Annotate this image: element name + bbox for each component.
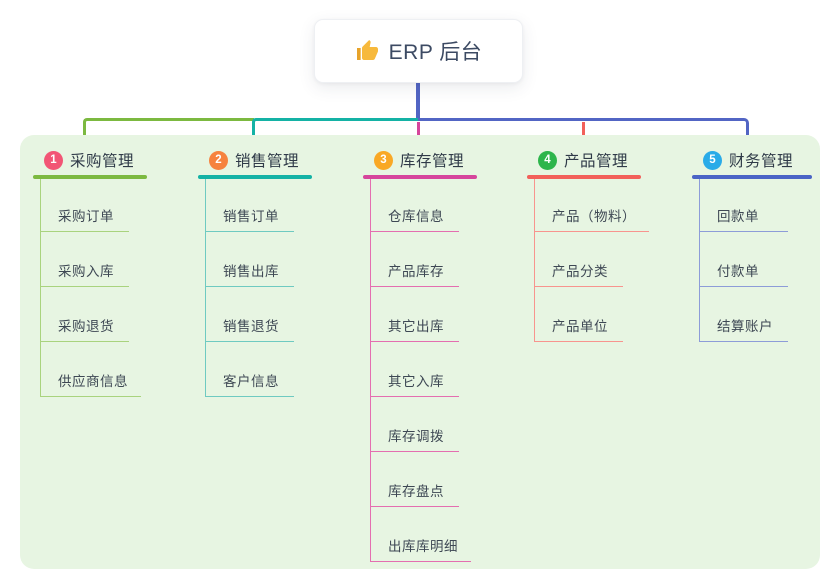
branch-node[interactable]: 2 销售管理	[198, 148, 312, 172]
branch-underline	[198, 175, 312, 179]
branch-label: 产品管理	[564, 153, 629, 170]
child-node[interactable]: 结算账户	[700, 287, 788, 342]
branch-label: 财务管理	[729, 153, 794, 170]
branch-node[interactable]: 3 库存管理	[363, 148, 477, 172]
branch-inventory: 3 库存管理 仓库信息产品库存其它出库其它入库库存调拨库存盘点出库库明细	[363, 148, 477, 562]
branch-number-badge: 2	[209, 150, 228, 170]
child-node[interactable]: 其它出库	[371, 287, 459, 342]
branch5-connector-line	[418, 118, 749, 143]
child-node[interactable]: 采购入库	[41, 232, 129, 287]
branch-children: 回款单付款单结算账户	[699, 178, 788, 342]
child-node[interactable]: 产品单位	[535, 287, 623, 342]
branch-number-badge: 3	[374, 150, 393, 170]
branch-children: 仓库信息产品库存其它出库其它入库库存调拨库存盘点出库库明细	[370, 178, 471, 562]
branch-underline	[527, 175, 641, 179]
child-node[interactable]: 出库库明细	[371, 507, 471, 562]
child-node[interactable]: 产品分类	[535, 232, 623, 287]
branch-product: 4 产品管理 产品（物料）产品分类产品单位	[527, 148, 649, 342]
branch-children: 采购订单采购入库采购退货供应商信息	[40, 178, 141, 397]
branch-finance: 5 财务管理 回款单付款单结算账户	[692, 148, 812, 342]
child-node[interactable]: 回款单	[700, 179, 788, 232]
branch-number-badge: 1	[44, 150, 63, 170]
child-node[interactable]: 库存盘点	[371, 452, 459, 507]
branch-underline	[33, 175, 147, 179]
branches-panel	[20, 135, 820, 569]
root-node-title: ERP 后台	[388, 41, 483, 64]
branch-label: 销售管理	[235, 153, 300, 170]
branch-purchase: 1 采购管理 采购订单采购入库采购退货供应商信息	[33, 148, 147, 397]
branch4-connector-line	[581, 121, 585, 142]
branch-number-badge: 4	[538, 150, 557, 170]
child-node[interactable]: 仓库信息	[371, 179, 459, 232]
branch-node[interactable]: 4 产品管理	[527, 148, 641, 172]
branch-sales: 2 销售管理 销售订单销售出库销售退货客户信息	[198, 148, 312, 397]
root-connector-line	[416, 83, 420, 119]
child-node[interactable]: 产品库存	[371, 232, 459, 287]
branch-label: 采购管理	[70, 153, 135, 170]
root-node[interactable]: ERP 后台	[314, 19, 523, 83]
child-node[interactable]: 产品（物料）	[535, 179, 649, 232]
child-node[interactable]: 销售出库	[206, 232, 294, 287]
child-node[interactable]: 采购订单	[41, 179, 129, 232]
child-node[interactable]: 供应商信息	[41, 342, 141, 397]
branch2-connector-line	[251, 118, 419, 142]
child-node[interactable]: 销售退货	[206, 287, 294, 342]
branch3-connector-line	[416, 121, 420, 142]
branch-children: 销售订单销售出库销售退货客户信息	[205, 178, 294, 397]
child-node[interactable]: 客户信息	[206, 342, 294, 397]
branch-label: 库存管理	[400, 153, 465, 170]
branch-children: 产品（物料）产品分类产品单位	[534, 178, 649, 342]
branch-number-badge: 5	[703, 150, 722, 170]
branch1-connector-line	[82, 118, 254, 142]
branch-node[interactable]: 5 财务管理	[692, 148, 812, 172]
thumbs-up-icon	[356, 40, 378, 60]
child-node[interactable]: 采购退货	[41, 287, 129, 342]
child-node[interactable]: 销售订单	[206, 179, 294, 232]
branch-underline	[363, 175, 477, 179]
child-node[interactable]: 其它入库	[371, 342, 459, 397]
branch-underline	[692, 175, 812, 179]
branch-node[interactable]: 1 采购管理	[33, 148, 147, 172]
child-node[interactable]: 付款单	[700, 232, 788, 287]
child-node[interactable]: 库存调拨	[371, 397, 459, 452]
